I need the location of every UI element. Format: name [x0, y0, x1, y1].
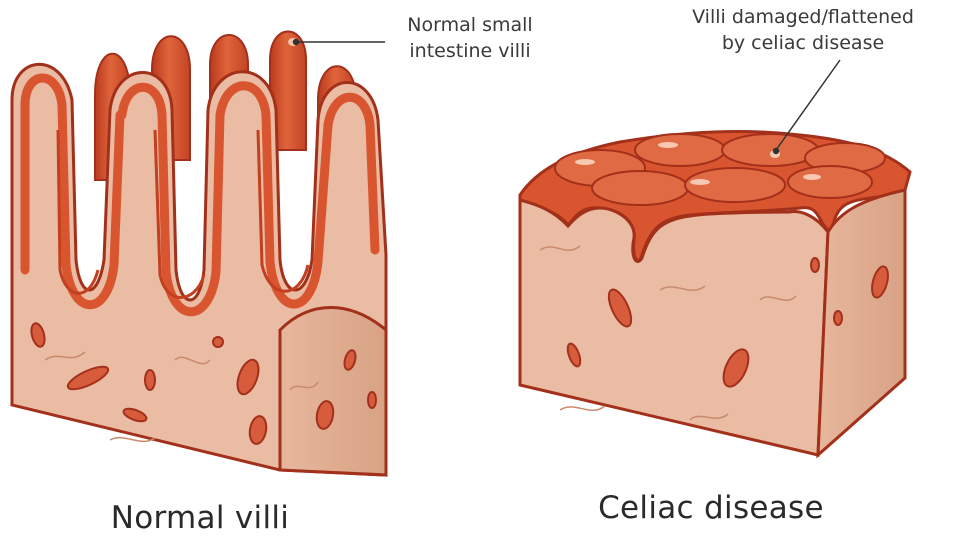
normal-side-face [280, 308, 386, 476]
normal-villi-caption: Normal villi [70, 500, 330, 536]
damaged-villi-annotation-line1: Villi damaged/flattened [668, 4, 938, 30]
celiac-block [520, 131, 910, 455]
damaged-villi-annotation-line2: by celiac disease [668, 30, 938, 56]
damaged-villi-annotation: Villi damaged/flattened by celiac diseas… [668, 4, 938, 56]
normal-villi-annotation: Normal small intestine villi [370, 12, 570, 64]
celiac-front-face [520, 200, 828, 455]
normal-villi-annotation-line2: intestine villi [370, 38, 570, 64]
celiac-disease-caption: Celiac disease [566, 490, 856, 526]
normal-villi-annotation-line1: Normal small [370, 12, 570, 38]
celiac-side-face [818, 190, 905, 455]
normal-villi-block [12, 32, 386, 476]
